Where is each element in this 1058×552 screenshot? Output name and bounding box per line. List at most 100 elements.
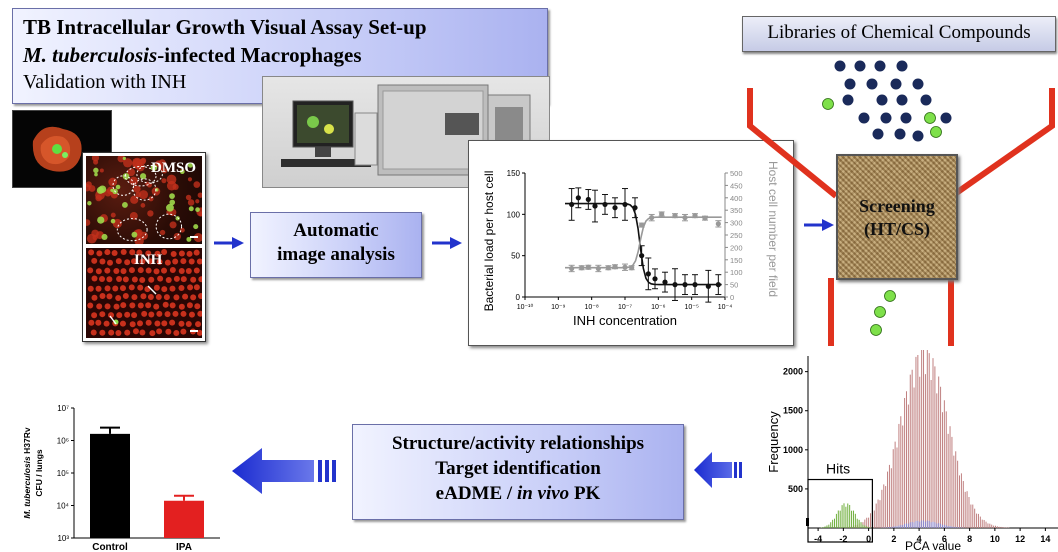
inh-nucleus xyxy=(88,249,95,256)
inh-nucleus xyxy=(96,250,103,257)
inh-nucleus xyxy=(91,257,98,264)
inh-nucleus xyxy=(91,312,98,319)
inh-nucleus xyxy=(129,249,136,256)
data-point xyxy=(645,271,651,277)
inh-nucleus xyxy=(124,259,131,266)
data-point xyxy=(605,265,611,271)
data-point xyxy=(692,213,698,219)
dmso-bacteria xyxy=(140,173,147,180)
x-tick-label: 10⁻⁴ xyxy=(718,304,733,311)
sar-line-1: Structure/activity relationships xyxy=(391,433,645,454)
inh-nucleus xyxy=(156,328,163,335)
inh-nucleus xyxy=(164,311,171,318)
x-tick-label: 12 xyxy=(1015,534,1025,544)
category-label: Control xyxy=(92,542,128,552)
dmso-nucleus xyxy=(185,194,192,201)
inh-nucleus xyxy=(106,259,113,266)
inh-nucleus xyxy=(147,293,154,300)
x-tick-label: 4 xyxy=(917,534,922,544)
x-tick-label: 10⁻⁹ xyxy=(551,304,565,311)
dmso-nucleus xyxy=(129,211,138,220)
micrograph-panel: DMSO INH xyxy=(82,152,206,342)
automatic-label: Automatic xyxy=(293,220,379,241)
y-tick-label: 10⁷ xyxy=(57,404,69,413)
data-point xyxy=(612,205,618,211)
inh-nucleus xyxy=(198,293,202,300)
compound-dot-hit xyxy=(930,126,942,138)
inh-nucleus xyxy=(139,276,146,283)
x-tick-label: 14 xyxy=(1040,534,1050,544)
arrow-to-dose-response-icon xyxy=(432,237,462,249)
sar-line-3: eADME / in vivo PK xyxy=(353,483,683,505)
dmso-nucleus xyxy=(198,211,202,217)
inh-nucleus xyxy=(108,312,115,319)
eadme-text: eADME / xyxy=(435,483,517,504)
inh-nucleus xyxy=(165,276,172,283)
dmso-nucleus xyxy=(155,160,162,167)
y2-tick-label: 400 xyxy=(730,194,743,203)
y2-tick-label: 450 xyxy=(730,181,743,190)
scale-bar xyxy=(190,330,198,332)
dmso-nucleus xyxy=(159,229,166,236)
dmso-nucleus xyxy=(110,212,116,218)
arrow-to-analysis-icon xyxy=(214,237,244,249)
bar-control xyxy=(90,433,130,538)
y2-tick-label: 150 xyxy=(730,256,743,265)
inh-nucleus xyxy=(141,310,148,317)
x-tick-label: 2 xyxy=(891,534,896,544)
data-point xyxy=(639,222,645,228)
inh-nucleus xyxy=(196,329,202,336)
assay-subtitle: M. tuberculosis-infected Macrophages xyxy=(23,43,362,68)
inh-nucleus xyxy=(88,319,95,326)
inh-nucleus xyxy=(99,311,106,318)
inh-nucleus xyxy=(172,310,179,317)
y2-tick-label: 500 xyxy=(730,169,743,178)
inh-nucleus xyxy=(145,250,152,257)
inh-nucleus xyxy=(180,310,187,317)
data-point xyxy=(692,282,698,288)
inh-nucleus xyxy=(129,321,136,328)
inh-nucleus xyxy=(137,320,144,327)
dmso-nucleus xyxy=(195,199,200,204)
inh-nucleus xyxy=(116,276,123,283)
inh-nucleus xyxy=(169,319,176,326)
inh-nucleus xyxy=(128,267,135,274)
dmso-cell-outline xyxy=(132,178,157,201)
inh-arrow xyxy=(109,315,117,325)
inh-nucleus xyxy=(140,293,147,300)
inh-nucleus xyxy=(91,275,98,282)
inh-nucleus xyxy=(95,285,102,292)
inh-nucleus xyxy=(197,310,202,317)
dmso-nucleus xyxy=(86,219,91,226)
data-point xyxy=(715,221,721,227)
inh-nucleus xyxy=(119,285,126,292)
compound-dot xyxy=(940,112,952,124)
dmso-nucleus xyxy=(161,168,168,174)
dmso-nucleus xyxy=(166,180,177,191)
inh-nucleus xyxy=(169,285,176,292)
y-axis-label: Bacterial load per host cell xyxy=(482,171,496,312)
inh-nucleus xyxy=(137,284,144,291)
inh-nucleus xyxy=(156,310,163,317)
compound-dot-hit xyxy=(870,324,882,336)
dmso-bacteria xyxy=(101,233,108,241)
data-point xyxy=(682,282,688,288)
dmso-nucleus xyxy=(133,185,141,193)
x-tick-label: -2 xyxy=(839,534,847,544)
y-axis-label: M. tuberculosis H37Rv xyxy=(22,427,32,518)
pk-text: PK xyxy=(569,483,601,504)
compound-dot xyxy=(858,112,870,124)
data-point xyxy=(629,265,635,271)
compound-dot xyxy=(912,130,924,142)
inh-nucleus xyxy=(161,249,168,256)
inh-nucleus xyxy=(165,328,172,335)
inh-nucleus xyxy=(173,275,180,282)
dmso-nucleus xyxy=(138,190,149,200)
inh-nucleus xyxy=(185,320,192,327)
dmso-bacteria xyxy=(166,203,174,212)
category-label: IPA xyxy=(176,542,192,552)
inh-nucleus xyxy=(145,319,152,326)
dmso-nucleus xyxy=(88,185,96,192)
